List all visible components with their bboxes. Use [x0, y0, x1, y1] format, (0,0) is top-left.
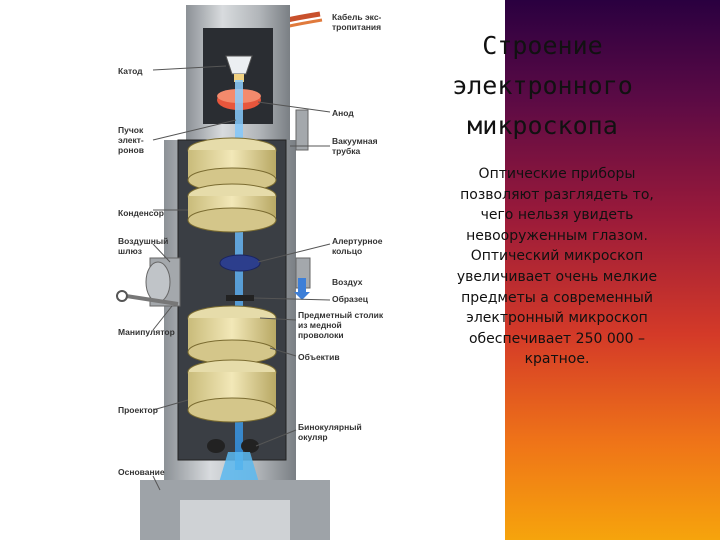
label-anode: Анод — [332, 108, 354, 118]
label-projector: Проектор — [118, 405, 158, 415]
gradient-background — [505, 0, 720, 540]
label-objective: Объектив — [298, 352, 340, 362]
manipulator-rod — [125, 294, 179, 306]
label-aperture-ring: Алертурное кольцо — [332, 236, 383, 256]
label-binocular: Бинокулярный окуляр — [298, 422, 362, 442]
binocular-port-left — [207, 439, 225, 453]
label-airlock: Воздушный шлюз — [118, 236, 169, 256]
label-beam: Пучок элект- ронов — [118, 125, 144, 155]
specimen — [226, 295, 254, 301]
airlock-knob — [145, 257, 181, 307]
label-specimen: Образец — [332, 294, 368, 304]
label-air: Воздух — [332, 277, 363, 287]
description-text: Оптические приборы позволяют разглядеть … — [456, 166, 658, 368]
label-vacuum-tube: Вакуумная трубка — [332, 136, 378, 156]
label-manipulator: Манипулятор — [118, 327, 175, 337]
microscope-diagram — [116, 5, 331, 540]
cathode — [225, 55, 253, 75]
label-cable: Кабель экс- тропитания — [332, 12, 382, 32]
objective-lens — [187, 305, 277, 365]
label-condenser: Конденсор — [118, 208, 164, 218]
air-arrow-icon — [294, 278, 310, 300]
condenser-lens — [187, 137, 277, 233]
aperture-ring — [219, 254, 261, 272]
electron-beam — [235, 80, 243, 470]
projector-lens — [187, 359, 277, 423]
page-title: Строение электронного микроскопа — [452, 31, 633, 140]
binocular-port-right — [241, 439, 259, 453]
label-cathode: Катод — [118, 66, 143, 76]
label-base: Основание — [118, 467, 165, 477]
label-stage: Предметный столик из медной проволоки — [298, 310, 384, 340]
